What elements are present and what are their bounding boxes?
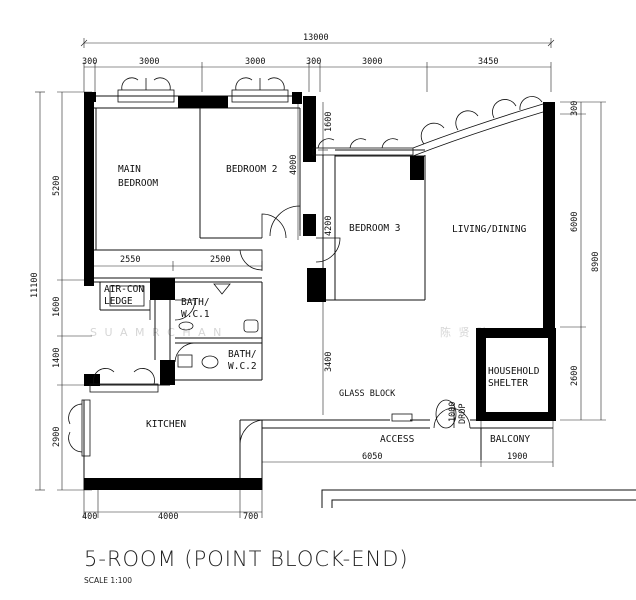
sanitary-fixtures [109,283,259,369]
dim-corridor-depth: 3400 [324,352,334,372]
floor-plan: S U A M R C H A N 陈 贤 玲 [30,33,636,522]
dim-top-seg-5: 3000 [362,57,382,67]
label-balcony: BALCONY [490,434,530,445]
label-main-bedroom-1: MAIN [118,164,141,175]
dim-top-seg-4: 300 [306,57,321,67]
label-bath2-2: W.C.2 [228,361,257,372]
dim-top-total: 13000 [303,33,329,43]
dim-right-seg-1: 300 [570,101,580,116]
dim-right-seg-3: 2600 [570,366,580,386]
dim-main-bedroom-width: 2550 [120,255,140,265]
dimension-lines [35,38,606,518]
dim-top-seg-2: 3000 [139,57,159,67]
label-refuse-chute-size: 1000 [448,402,458,422]
label-main-bedroom-2: BEDROOM [118,178,158,189]
dim-bottom-seg-1: 400 [82,512,97,522]
label-living-dining: LIVING/DINING [452,224,527,235]
label-bath2-1: BATH/ [228,349,257,360]
dim-top-seg-6: 3450 [478,57,498,67]
dim-left-seg-3: 1400 [52,348,62,368]
dim-top-seg-1: 300 [82,57,97,67]
dim-bedroom3-depth: 4200 [324,216,334,236]
label-bedroom-3: BEDROOM 3 [349,223,400,234]
dim-bottom-seg-3: 700 [243,512,258,522]
label-drop: DROP [458,404,468,424]
dim-bedroom2-width: 2500 [210,255,230,265]
label-bath1-2: W.C.1 [181,309,210,320]
watermark-latin: S U A M R C H A N [90,326,223,339]
dim-left-seg-2: 1600 [52,297,62,317]
label-access: ACCESS [380,434,415,445]
dim-right-total: 8900 [591,252,601,272]
dim-left-seg-4: 2900 [52,427,62,447]
label-glass-block: GLASS BLOCK [339,389,396,399]
label-kitchen: KITCHEN [146,419,186,430]
label-bath1-1: BATH/ [181,297,210,308]
dim-balcony-width: 1900 [507,452,527,462]
dim-left-seg-1: 5200 [52,176,62,196]
structural-walls [84,92,556,490]
dim-bottom-seg-2: 4000 [158,512,178,522]
dim-right-seg-2: 6000 [570,212,580,232]
label-aircon-2: LEDGE [104,296,133,307]
label-shelter-2: SHELTER [488,378,528,389]
doors [149,205,471,446]
label-bedroom-2: BEDROOM 2 [226,164,277,175]
plan-scale: SCALE 1:100 [84,576,133,585]
dim-left-total: 11100 [30,272,40,298]
windows [68,77,544,457]
label-shelter-1: HOUSEHOLD [488,366,540,377]
plan-title: 5-ROOM (POINT BLOCK-END) [84,547,409,571]
dim-bedroom2-depth: 4000 [289,155,299,175]
dim-access-width: 6050 [362,452,382,462]
label-aircon-1: AIR-CON [104,284,144,295]
dim-bedroom3-top: 1600 [324,112,334,132]
dim-top-seg-3: 3000 [245,57,265,67]
